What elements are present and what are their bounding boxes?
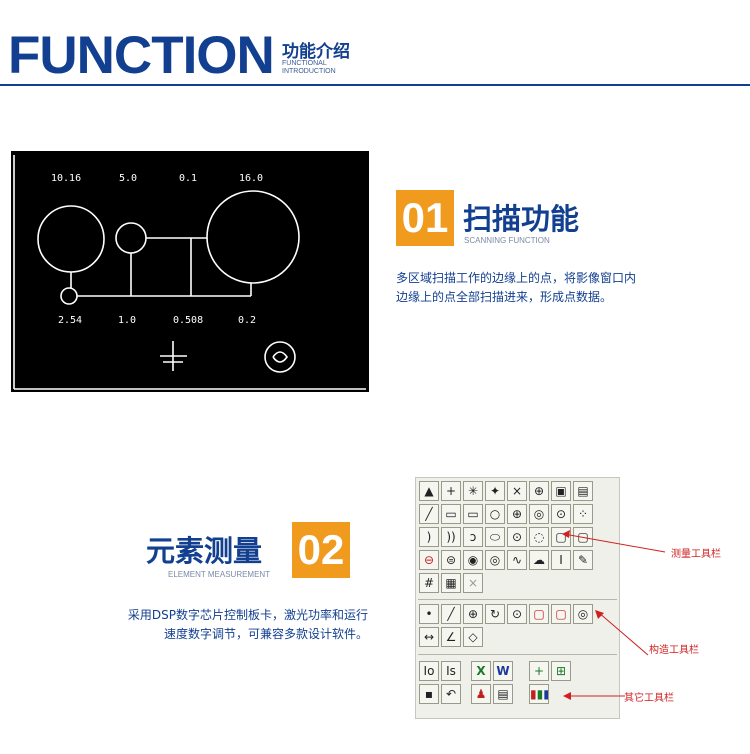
document-icon[interactable]: ▤ <box>493 684 513 704</box>
section2-subtitle: ELEMENT MEASUREMENT <box>168 570 271 579</box>
header-cn-title: 功能介绍 <box>282 42 350 62</box>
header-divider <box>0 84 750 86</box>
brush-icon[interactable]: ✎ <box>573 550 593 570</box>
arc-icon[interactable]: ) <box>419 527 439 547</box>
word-icon[interactable]: W <box>493 661 513 681</box>
zoom-icon[interactable]: ⊕ <box>529 481 549 501</box>
undo-icon[interactable]: ↶ <box>441 684 461 704</box>
section1-desc-line1: 多区域扫描工作的边缘上的点，将影像窗口内 <box>396 271 637 285</box>
scan-label-top-3: 0.1 <box>179 173 197 184</box>
crosshair-box-icon[interactable]: ⊞ <box>551 661 571 681</box>
annotation-construct-toolbar: 构造工具栏 <box>649 645 699 656</box>
rect-red-icon[interactable]: ▢ <box>551 604 571 624</box>
slot-icon[interactable]: ▭ <box>441 504 461 524</box>
slot-icon[interactable]: ▭ <box>463 504 483 524</box>
angle-icon[interactable]: ∠ <box>441 627 461 647</box>
toolbar-divider <box>418 654 617 655</box>
annotation-measure-toolbar: 测量工具栏 <box>671 549 721 560</box>
line-icon[interactable]: ╱ <box>419 504 439 524</box>
section2-number: 02 <box>292 522 350 578</box>
plus-box-icon[interactable]: + <box>529 661 549 681</box>
ellipse-dot-icon[interactable]: ⊙ <box>507 527 527 547</box>
x-small-icon[interactable]: × <box>507 481 527 501</box>
section1-description: 多区域扫描工作的边缘上的点，将影像窗口内 边缘上的点全部扫描进来，形成点数据。 <box>396 269 716 307</box>
section2-desc-line2: 速度数字调节，可兼容多款设计软件。 <box>163 627 368 641</box>
scan-label-top-1: 10.16 <box>51 173 81 184</box>
section1-desc-line2: 边缘上的点全部扫描进来，形成点数据。 <box>396 290 613 304</box>
image-icon[interactable]: ▣ <box>551 481 571 501</box>
save-icon[interactable]: ▪ <box>419 684 439 704</box>
section1-subtitle: SCANNING FUNCTION <box>464 236 550 245</box>
annotation-arrows <box>562 530 666 700</box>
toolbar-divider <box>418 599 617 600</box>
line-icon[interactable]: ╱ <box>441 604 461 624</box>
toolbar-panel: ▲ + ✳ ✦ × ⊕ ▣ ▤ ╱ ▭ ▭ ○ ⊕ ◎ ⊙ ⁘ ) )) ↄ ⬭… <box>415 477 620 719</box>
dots-grid-icon[interactable]: ⁘ <box>573 504 593 524</box>
distance-icon[interactable]: ↔ <box>419 627 439 647</box>
crosshair-circle-icon[interactable]: ⊕ <box>507 504 527 524</box>
hash-icon[interactable]: # <box>419 573 439 593</box>
wave-icon[interactable]: ∿ <box>507 550 527 570</box>
blob-icon[interactable]: ☁ <box>529 550 549 570</box>
io-icon[interactable]: Io <box>419 661 439 681</box>
rect-red-icon[interactable]: ▢ <box>529 604 549 624</box>
excel-icon[interactable]: X <box>471 661 491 681</box>
user-icon[interactable]: ♟ <box>471 684 491 704</box>
ellipse-small-icon[interactable]: ◌ <box>529 527 549 547</box>
annotation-other-toolbar: 其它工具栏 <box>624 693 674 704</box>
circle-icon[interactable]: ○ <box>485 504 505 524</box>
circle-tri-icon[interactable]: ◉ <box>463 550 483 570</box>
arc-double-icon[interactable]: )) <box>441 527 461 547</box>
concentric-icon[interactable]: ◎ <box>485 550 505 570</box>
wand-icon[interactable]: ✦ <box>485 481 505 501</box>
calculator-icon[interactable]: ▦ <box>441 573 461 593</box>
tri-circle-icon[interactable]: ◎ <box>529 504 549 524</box>
dot-circle-icon[interactable]: ⊙ <box>551 504 571 524</box>
section2-description: 采用DSP数字芯片控制板卡，激光功率和运行 速度数字调节，可兼容多款设计软件。 <box>48 606 368 644</box>
is-icon[interactable]: Is <box>441 661 461 681</box>
image-down-icon[interactable]: ▤ <box>573 481 593 501</box>
color-bar-icon[interactable]: ▮▮▮ <box>529 684 549 704</box>
circle-red-icon[interactable]: ⊖ <box>419 550 439 570</box>
section1-title: 扫描功能 <box>463 202 580 236</box>
ellipse-dot-icon[interactable]: ⊙ <box>507 604 527 624</box>
close-icon[interactable]: × <box>463 573 483 593</box>
point-icon[interactable]: • <box>419 604 439 624</box>
scan-label-bottom-2: 1.0 <box>118 315 136 326</box>
circle-arrow-icon[interactable]: ↻ <box>485 604 505 624</box>
arc-curve-icon[interactable]: ↄ <box>463 527 483 547</box>
scan-image: 10.16 5.0 0.1 16.0 2.54 1.0 0.508 0.2 <box>11 151 369 392</box>
circle-plus-icon[interactable]: ⊕ <box>463 604 483 624</box>
hat-icon[interactable]: ▲ <box>419 481 439 501</box>
height-icon[interactable]: I <box>551 550 571 570</box>
section2-desc-line1: 采用DSP数字芯片控制板卡，激光功率和运行 <box>127 608 368 622</box>
scan-label-bottom-4: 0.2 <box>238 315 256 326</box>
header-title: FUNCTION <box>8 26 275 85</box>
section1-number: 01 <box>396 190 454 246</box>
scan-label-bottom-1: 2.54 <box>58 315 82 326</box>
diamond-icon[interactable]: ◇ <box>463 627 483 647</box>
scan-label-top-2: 5.0 <box>119 173 137 184</box>
star-cross-icon[interactable]: ✳ <box>463 481 483 501</box>
ellipse-icon[interactable]: ⬭ <box>485 527 505 547</box>
cross-icon[interactable]: + <box>441 481 461 501</box>
header-en-subtitle: FUNCTIONAL INTRODUCTION <box>282 60 336 75</box>
concentric-icon[interactable]: ◎ <box>573 604 593 624</box>
scan-label-top-4: 16.0 <box>239 173 263 184</box>
section2-title: 元素测量 <box>146 534 263 568</box>
ellipse-slot-icon[interactable]: ⊜ <box>441 550 461 570</box>
scan-label-bottom-3: 0.508 <box>173 315 203 326</box>
